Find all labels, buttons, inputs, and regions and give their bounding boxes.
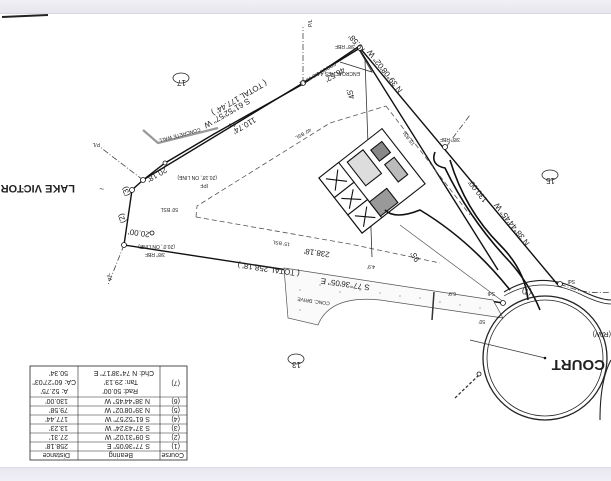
lake-tilde-right: ~ (21, 184, 26, 193)
house-footprint (318, 127, 426, 234)
corner-pins (121, 45, 563, 377)
svg-text:27.31': 27.31' (49, 433, 68, 440)
svg-text:SdI: SdI (487, 290, 495, 296)
utility-line (454, 373, 481, 399)
svg-text:3/8" RBF: 3/8" RBF (145, 251, 165, 257)
property-line-extensions (99, 27, 611, 294)
svg-text:15' BSL: 15' BSL (272, 239, 290, 247)
radius-line (469, 339, 546, 359)
svg-text:CA: 60°27'03": CA: 60°27'03" (32, 378, 76, 386)
svg-text:13.23': 13.23' (49, 424, 68, 431)
svg-text:50': 50' (478, 318, 485, 324)
svg-text:95': 95' (408, 250, 421, 264)
center-point (543, 356, 547, 360)
lot-13: 13 (292, 360, 301, 369)
court-label: COURT (552, 356, 605, 373)
svg-text:Rad: 50.00': Rad: 50.00' (102, 387, 138, 394)
encroachment-marker (339, 47, 373, 73)
concrete-drive (283, 267, 504, 326)
offset-line-95 (399, 224, 506, 304)
svg-text:(2): (2) (116, 212, 128, 225)
svg-text:(3): (3) (171, 424, 180, 431)
svg-text:P/L: P/L (106, 272, 114, 281)
svg-text:(5): (5) (171, 406, 180, 413)
svg-text:130.00': 130.00' (45, 397, 68, 404)
svg-text:(4): (4) (171, 415, 180, 422)
svg-text:130.00': 130.00' (466, 178, 489, 204)
svg-text:P/L: P/L (308, 19, 314, 27)
svg-text:A: 52.75': A: 52.75' (41, 387, 68, 394)
svg-text:45': 45' (345, 87, 357, 100)
svg-text:238.18': 238.18' (303, 246, 330, 259)
scan-smear (1, 14, 49, 18)
drive-joint (431, 291, 435, 321)
svg-text:(R/W): (R/W) (593, 330, 611, 337)
svg-text:(7): (7) (521, 286, 533, 297)
course-table: Course Bearing Distance (1) S 77°36'05" … (29, 365, 188, 461)
svg-text:S 09°31'02" W: S 09°31'02" W (104, 433, 150, 441)
svg-text:CONCRETE WALL: CONCRETE WALL (158, 126, 201, 143)
svg-text:N 39°08'02" W: N 39°08'02" W (104, 406, 150, 414)
lake-tilde-left: ~ (99, 184, 104, 193)
svg-text:ENCROACHES 4.9': ENCROACHES 4.9' (315, 70, 360, 76)
boundary-cross-tie (302, 47, 361, 84)
viewer-top-band (0, 0, 611, 14)
lot-15: 15 (546, 176, 555, 185)
svg-text:IPF: IPF (200, 182, 208, 188)
svg-text:(6): (6) (171, 397, 180, 404)
svg-text:177.44': 177.44' (45, 415, 68, 422)
svg-text:(2): (2) (171, 433, 180, 440)
boundary-east (359, 47, 559, 286)
drive-stipple (299, 284, 481, 311)
lot-17: 17 (177, 78, 186, 87)
svg-text:(3): (3) (120, 185, 132, 198)
svg-text:Tan: 29.13': Tan: 29.13' (104, 378, 138, 385)
viewer-bottom-band (0, 467, 611, 481)
svg-text:40' BSL: 40' BSL (294, 126, 312, 140)
svg-text:20.00': 20.00' (127, 227, 150, 239)
bearing-e: N 38°44'45" W (492, 200, 531, 247)
svg-text:50' BSL: 50' BSL (160, 206, 178, 212)
svg-text:CONC. DRIVE: CONC. DRIVE (296, 295, 330, 306)
svg-text:(20.18', ON LINE): (20.18', ON LINE) (177, 174, 217, 180)
svg-text:S 77°36'05" E: S 77°36'05" E (106, 442, 150, 450)
svg-text:258.18': 258.18' (45, 442, 68, 449)
table-header-bearing: Bearing (109, 451, 133, 458)
table-header-distance: Distance (43, 451, 70, 458)
concrete-wall (142, 126, 219, 145)
svg-text:3/8" RBF: 3/8" RBF (335, 43, 355, 49)
svg-text:(20.0', ON LINE): (20.0', ON LINE) (138, 243, 175, 249)
table-header-course: Course (161, 451, 184, 458)
svg-text:3/8" RBF: 3/8" RBF (440, 136, 460, 142)
svg-text:S 61°52'57" W: S 61°52'57" W (104, 415, 150, 423)
svg-text:50.34': 50.34' (49, 369, 68, 376)
svg-text:79.58': 79.58' (49, 406, 68, 413)
total-south: ( TOTAL 258.18' ) (237, 260, 301, 278)
svg-text:(1): (1) (171, 442, 180, 449)
svg-text:N 38°44'45" W: N 38°44'45" W (104, 397, 150, 405)
svg-text:Chd: N 74°38'17" E: Chd: N 74°38'17" E (93, 369, 154, 377)
svg-text:SdI: SdI (567, 278, 575, 284)
svg-text:S 37°43'24" W: S 37°43'24" W (104, 424, 150, 432)
boundary-north (142, 82, 304, 181)
svg-text:6.9': 6.9' (448, 290, 456, 296)
svg-text:4.4': 4.4' (228, 121, 236, 127)
svg-text:(7): (7) (171, 379, 180, 386)
svg-text:P/L: P/L (92, 141, 100, 147)
lake-label: LAKE VICTORIA (0, 182, 75, 194)
svg-text:20.18': 20.18' (145, 165, 169, 184)
setback-lines (195, 105, 471, 264)
svg-text:4.9': 4.9' (367, 263, 375, 269)
cul-de-sac (482, 279, 611, 421)
